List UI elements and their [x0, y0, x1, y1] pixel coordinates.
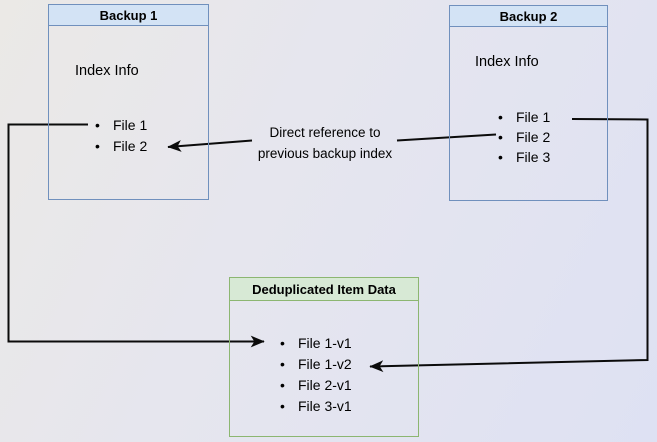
bullet-icon: • — [280, 377, 285, 393]
bullet-icon: • — [280, 335, 285, 351]
backup1-title: Backup 1 — [49, 5, 208, 26]
file-label: File 1-v1 — [298, 335, 352, 351]
list-item: • File 2 — [498, 127, 550, 147]
file-label: File 3-v1 — [298, 398, 352, 414]
file-label: File 3 — [516, 149, 551, 165]
backup1-file-list: • File 1 • File 2 — [95, 115, 147, 157]
file-label: File 1 — [516, 109, 551, 125]
backup2-file-list: • File 1 • File 2 • File 3 — [498, 107, 550, 167]
backup2-box: Backup 2 Index Info • File 1 • File 2 • … — [449, 5, 608, 201]
list-item: • File 2 — [95, 136, 147, 157]
list-item: • File 2-v1 — [280, 375, 352, 396]
dedup-box: Deduplicated Item Data • File 1-v1 • Fil… — [229, 277, 419, 437]
backup2-index-info-label: Index Info — [475, 54, 539, 70]
bullet-icon: • — [95, 117, 100, 133]
dedup-file-list: • File 1-v1 • File 1-v2 • File 2-v1 • Fi… — [280, 333, 352, 417]
list-item: • File 1 — [498, 107, 550, 127]
dedup-title: Deduplicated Item Data — [230, 278, 418, 301]
list-item: • File 3 — [498, 147, 550, 167]
bullet-icon: • — [95, 138, 100, 154]
file-label: File 2 — [113, 138, 148, 154]
file-label: File 2 — [516, 129, 551, 145]
list-item: • File 1-v2 — [280, 354, 352, 375]
file-label: File 1-v2 — [298, 356, 352, 372]
file-label: File 2-v1 — [298, 377, 352, 393]
bullet-icon: • — [498, 109, 503, 125]
bullet-icon: • — [498, 129, 503, 145]
bullet-icon: • — [498, 149, 503, 165]
list-item: • File 1 — [95, 115, 147, 136]
bullet-icon: • — [280, 356, 285, 372]
edge-label-direct-reference: Direct reference to previous backup inde… — [257, 125, 393, 161]
list-item: • File 3-v1 — [280, 396, 352, 417]
backup1-index-info-label: Index Info — [75, 63, 139, 79]
list-item: • File 1-v1 — [280, 333, 352, 354]
file-label: File 1 — [113, 117, 148, 133]
backup2-title: Backup 2 — [450, 6, 607, 27]
bullet-icon: • — [280, 398, 285, 414]
backup1-box: Backup 1 Index Info • File 1 • File 2 — [48, 4, 209, 200]
